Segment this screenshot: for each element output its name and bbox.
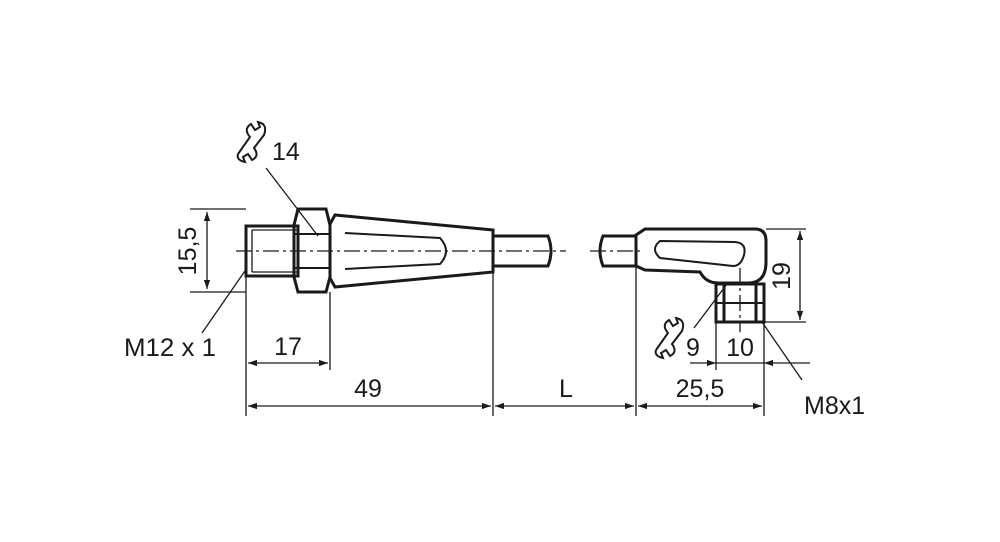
dim-17: 17 [274,333,302,361]
height-19: 19 [768,262,796,290]
left-connector [236,207,566,294]
wrench-icon [236,120,267,164]
dim-L: L [559,375,573,403]
dim-10: 10 [726,334,754,362]
dim-49: 49 [354,375,382,403]
wrench-size-9: 9 [686,334,700,362]
wrench-size-14: 14 [272,138,300,166]
wrench-icon [654,316,685,360]
dim-25-5: 25,5 [676,375,725,403]
height-15-5: 15,5 [174,227,202,276]
dimensions [190,167,810,416]
left-cable [493,234,553,268]
hex-nut-14 [292,207,332,294]
right-overmold-body [634,227,768,285]
thread-m8: M8x1 [804,392,865,420]
thread-m12: M12 x 1 [124,334,216,362]
right-connector [590,227,768,332]
